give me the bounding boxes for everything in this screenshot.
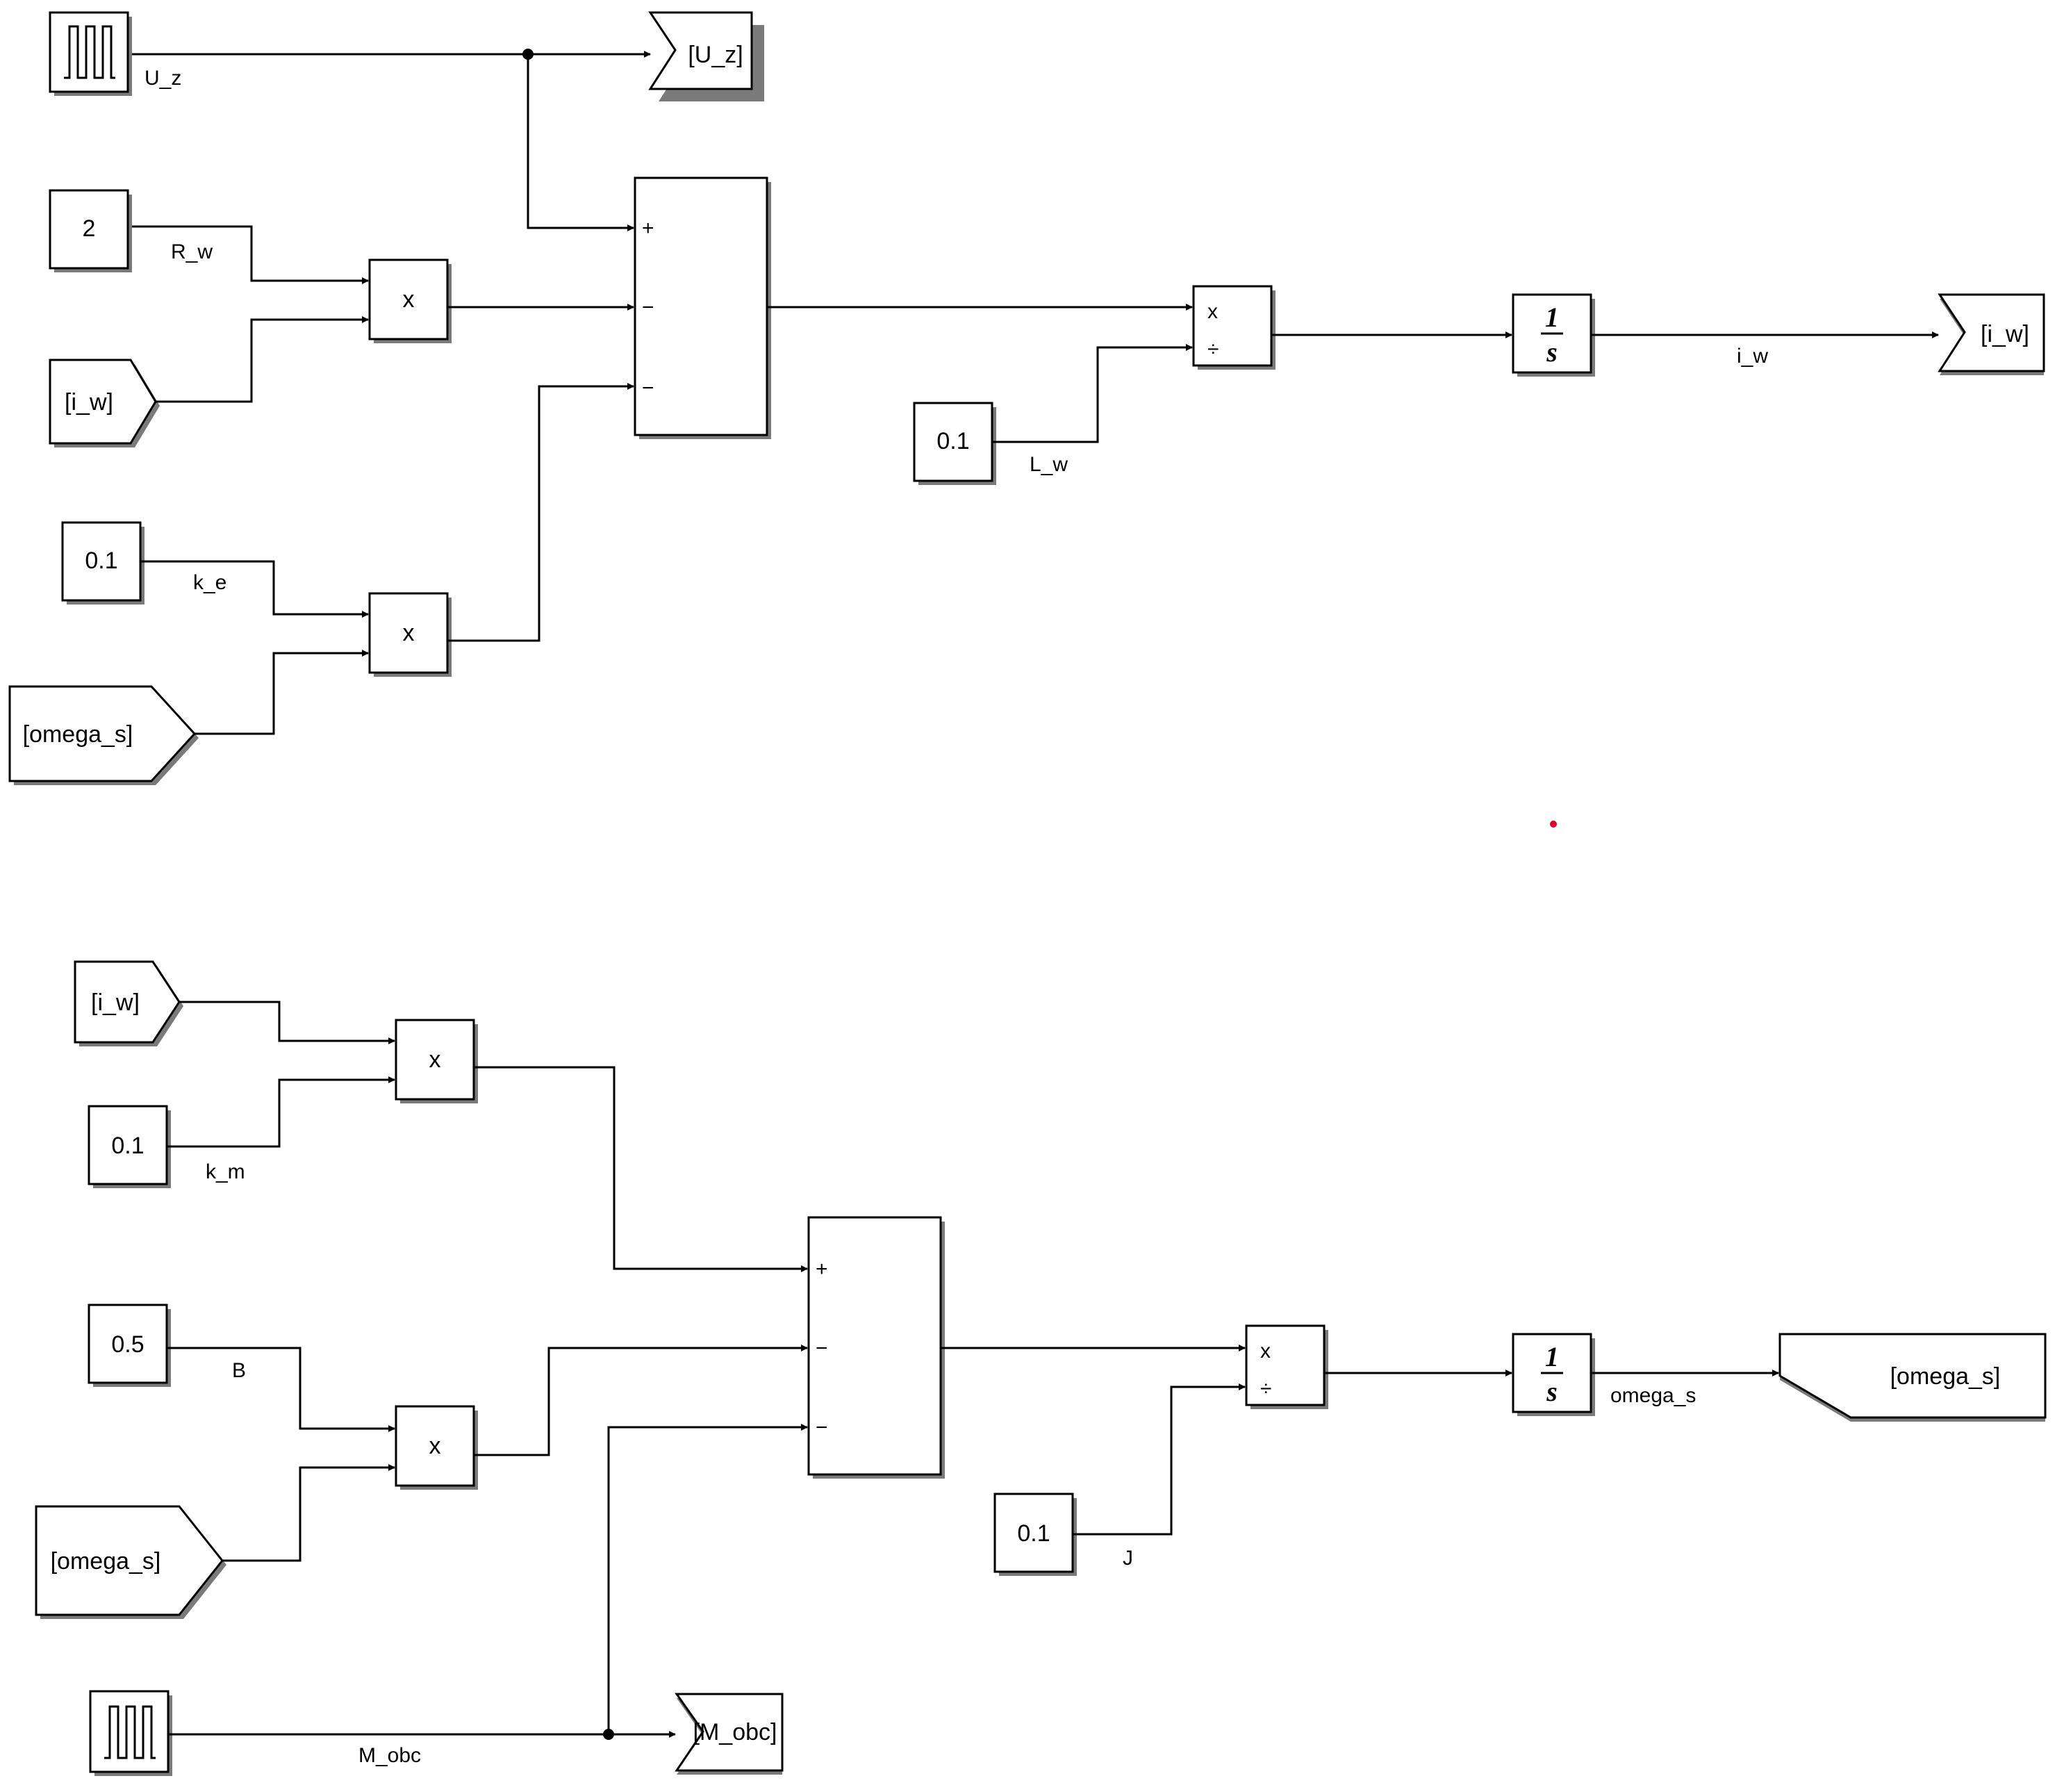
product-r-w-i-w-sign: x xyxy=(403,286,415,313)
sum-block-bottom[interactable]: + − − xyxy=(807,1216,945,1479)
constant-b[interactable]: 0.5 xyxy=(88,1304,171,1387)
divide-block-bottom[interactable]: x ÷ xyxy=(1245,1324,1328,1409)
divide-top-mult-sign: x xyxy=(1207,300,1218,323)
sum-top-plus-sign: + xyxy=(642,217,654,240)
from-tag-omega-s-top[interactable]: [omega_s] xyxy=(8,685,199,785)
integrator-i-w-numerator: 1 xyxy=(1545,302,1559,333)
signal-label-l-w: L_w xyxy=(1030,453,1068,476)
integrator-i-w-denominator: s xyxy=(1546,336,1558,368)
signal-label-b: B xyxy=(232,1359,246,1382)
pulse-generator-u-z[interactable] xyxy=(49,11,132,96)
product-block-k-e-omega-s[interactable]: x xyxy=(368,592,452,677)
goto-tag-m-obc[interactable]: [M_obc] xyxy=(675,1693,784,1775)
from-tag-i-w-top[interactable]: [i_w] xyxy=(49,359,160,447)
pulse-wave-icon-bottom xyxy=(104,1705,156,1759)
signal-label-r-w: R_w xyxy=(171,240,213,263)
pulse-wave-icon xyxy=(64,25,115,79)
goto-tag-u-z-label: [U_z] xyxy=(688,42,743,68)
product-block-r-w-i-w[interactable]: x xyxy=(368,258,452,343)
signal-label-j: J xyxy=(1123,1547,1133,1570)
signal-label-m-obc: M_obc xyxy=(358,1744,421,1767)
product-block-b-omega-s[interactable]: x xyxy=(395,1405,478,1490)
sum-top-minus-sign-1: − xyxy=(642,296,654,319)
bottom-wires xyxy=(167,1001,1779,1740)
constant-j-value: 0.1 xyxy=(1017,1520,1050,1547)
constant-k-m-value: 0.1 xyxy=(111,1133,144,1159)
signal-label-k-m: k_m xyxy=(206,1160,245,1183)
pulse-generator-m-obc[interactable] xyxy=(89,1690,172,1776)
from-tag-omega-s-bottom[interactable]: [omega_s] xyxy=(35,1505,226,1619)
goto-tag-i-w-label: [i_w] xyxy=(1981,321,2029,347)
constant-b-value: 0.5 xyxy=(111,1331,144,1358)
signal-label-omega-s: omega_s xyxy=(1610,1384,1696,1407)
sum-top-minus-sign-2: − xyxy=(642,377,654,400)
goto-tag-u-z[interactable]: [U_z] xyxy=(648,11,764,101)
signal-label-u-z: U_z xyxy=(145,67,181,90)
product-b-omega-s-sign: x xyxy=(429,1433,441,1459)
from-tag-i-w-top-label: [i_w] xyxy=(65,389,113,416)
from-tag-omega-s-top-label: [omega_s] xyxy=(23,721,133,748)
divide-bottom-div-sign: ÷ xyxy=(1260,1377,1271,1400)
signal-label-k-e: k_e xyxy=(193,571,226,594)
product-i-w-k-m-sign: x xyxy=(429,1046,441,1073)
sum-block-top[interactable]: + − − xyxy=(634,176,771,439)
sum-bottom-plus-sign: + xyxy=(816,1258,828,1281)
integrator-omega-s[interactable]: 1 s xyxy=(1512,1333,1595,1416)
integrator-omega-s-numerator: 1 xyxy=(1545,1341,1559,1372)
goto-tag-omega-s-label: [omega_s] xyxy=(1890,1363,2001,1390)
integrator-i-w[interactable]: 1 s xyxy=(1512,293,1595,377)
constant-k-e[interactable]: 0.1 xyxy=(61,521,145,605)
constant-k-m[interactable]: 0.1 xyxy=(88,1105,171,1188)
product-block-i-w-k-m[interactable]: x xyxy=(395,1019,478,1103)
constant-r-w[interactable]: 2 xyxy=(49,189,132,272)
top-wires xyxy=(132,49,1939,735)
divide-top-div-sign: ÷ xyxy=(1207,338,1219,361)
from-tag-omega-s-bottom-label: [omega_s] xyxy=(51,1548,161,1575)
signal-label-i-w: i_w xyxy=(1737,345,1768,368)
divide-bottom-mult-sign: x xyxy=(1260,1340,1271,1363)
integrator-omega-s-denominator: s xyxy=(1546,1376,1558,1407)
constant-l-w-value: 0.1 xyxy=(936,428,969,454)
goto-tag-omega-s[interactable]: [omega_s] xyxy=(1778,1333,2047,1422)
constant-j[interactable]: 0.1 xyxy=(993,1493,1077,1576)
from-tag-i-w-bottom[interactable]: [i_w] xyxy=(74,960,183,1046)
sum-bottom-minus-sign-1: − xyxy=(816,1337,828,1360)
constant-k-e-value: 0.1 xyxy=(85,548,117,574)
constant-l-w[interactable]: 0.1 xyxy=(913,402,996,485)
goto-tag-i-w[interactable]: [i_w] xyxy=(1938,293,2045,375)
from-tag-i-w-bottom-label: [i_w] xyxy=(91,989,140,1016)
constant-r-w-value: 2 xyxy=(83,215,96,242)
sum-bottom-minus-sign-2: − xyxy=(816,1416,828,1439)
product-k-e-omega-s-sign: x xyxy=(403,620,415,646)
red-marker-dot xyxy=(1550,821,1557,828)
goto-tag-m-obc-label: [M_obc] xyxy=(693,1719,777,1745)
divide-block-top[interactable]: x ÷ xyxy=(1192,285,1275,370)
